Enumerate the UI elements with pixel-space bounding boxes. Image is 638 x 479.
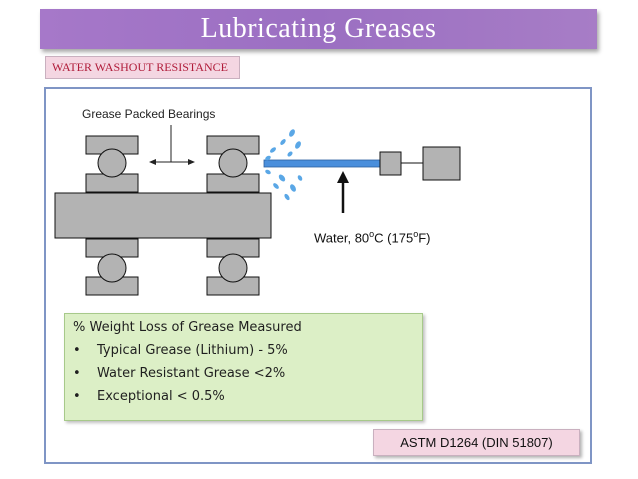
spray-droplets	[265, 129, 303, 201]
weight-loss-heading: % Weight Loss of Grease Measured	[73, 320, 302, 335]
bullet-icon: •	[73, 366, 81, 381]
bearing-ball	[218, 148, 248, 178]
bearing-top-left	[85, 135, 139, 193]
list-item: •Exceptional < 0.5%	[73, 389, 225, 404]
bearing-ball	[218, 253, 248, 283]
bullet-icon: •	[73, 389, 81, 404]
shaft-block	[54, 192, 272, 239]
section-label: WATER WASHOUT RESISTANCE	[45, 56, 240, 79]
diagram-frame	[44, 87, 592, 464]
weight-loss-list: •Typical Grease (Lithium) - 5% •Water Re…	[73, 343, 414, 404]
bearing-caption: Grease Packed Bearings	[82, 107, 216, 121]
bearing-ball	[97, 253, 127, 283]
weight-loss-box: % Weight Loss of Grease Measured •Typica…	[64, 313, 423, 421]
title-bar: Lubricating Greases	[40, 9, 597, 49]
page-title: Lubricating Greases	[200, 13, 437, 44]
bearing-ball	[97, 148, 127, 178]
bearing-bottom-right	[206, 238, 260, 296]
water-temperature-label: Water, 80oC (175oF)	[314, 229, 431, 246]
bearing-bottom-left	[85, 238, 139, 296]
nozzle-block	[379, 151, 402, 176]
water-jet	[263, 159, 381, 168]
bullet-icon: •	[73, 343, 81, 358]
bearing-top-right	[206, 135, 260, 193]
list-item: •Typical Grease (Lithium) - 5%	[73, 343, 288, 358]
list-item: •Water Resistant Grease <2%	[73, 366, 286, 381]
standard-label: ASTM D1264 (DIN 51807)	[373, 429, 580, 456]
pump-block	[422, 146, 461, 181]
